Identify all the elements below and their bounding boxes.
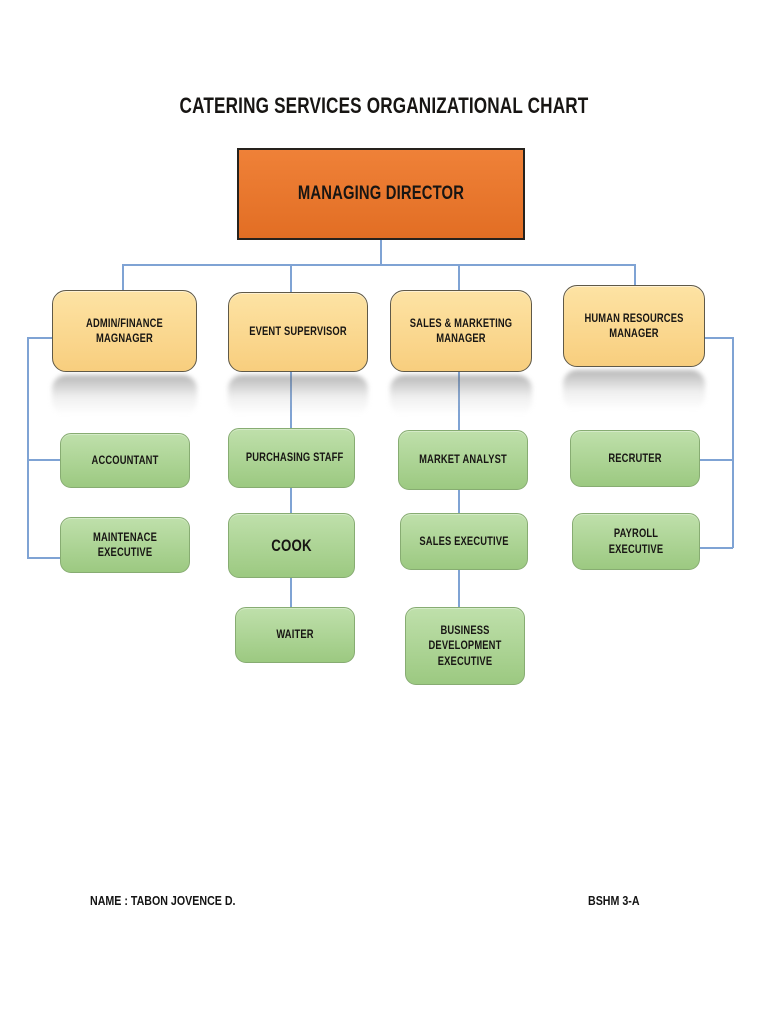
connector-drop-event-supervisor: [290, 264, 292, 293]
node-human-resources-manager-label: HUMAN RESOURCES MANAGER: [584, 310, 684, 340]
node-market-analyst: MARKET ANALYST: [398, 430, 528, 490]
connector-bracket-right-stub-recruiter: [700, 459, 733, 461]
connector-bracket-left: [27, 337, 29, 558]
connector-drop-admin-finance: [122, 264, 124, 291]
node-purchasing-staff: PURCHASING STAFF: [228, 428, 355, 488]
reflection-sales-marketing: [390, 375, 532, 415]
node-payroll-executive: PAYROLL EXECUTIVE: [572, 513, 700, 570]
footer-class-section: BSHM 3-A: [588, 893, 640, 908]
footer-name: NAME : TABON JOVENCE D.: [90, 893, 236, 908]
node-human-resources-manager: HUMAN RESOURCES MANAGER: [563, 285, 705, 367]
node-event-supervisor: EVENT SUPERVISOR: [228, 292, 368, 372]
node-maintenance-executive: MAINTENACE EXECUTIVE: [60, 517, 190, 573]
connector-bracket-right: [732, 337, 734, 548]
node-event-supervisor-label: EVENT SUPERVISOR: [249, 324, 347, 339]
node-recruiter: RECRUTER: [570, 430, 700, 487]
connector-drop-sales-marketing: [458, 264, 460, 291]
node-payroll-executive-label: PAYROLL EXECUTIVE: [608, 526, 664, 556]
node-accountant: ACCOUNTANT: [60, 433, 190, 488]
node-sales-executive: SALES EXECUTIVE: [400, 513, 528, 570]
node-recruiter-label: RECRUTER: [608, 450, 662, 465]
node-business-development-executive: BUSINESS DEVELOPMENT EXECUTIVE: [405, 607, 525, 685]
connector-drop-human-resources: [634, 264, 636, 286]
page-title-text: CATERING SERVICES ORGANIZATIONAL CHART: [179, 93, 589, 118]
node-cook: COOK: [228, 513, 355, 578]
node-managing-director-label: MANAGING DIRECTOR: [297, 182, 465, 204]
connector-bracket-left-stub-manager: [27, 337, 53, 339]
page-title: CATERING SERVICES ORGANIZATIONAL CHART: [0, 92, 768, 120]
node-cook-label: COOK: [271, 535, 312, 555]
node-purchasing-staff-label: PURCHASING STAFF: [245, 450, 344, 465]
node-accountant-label: ACCOUNTANT: [91, 452, 159, 467]
connector-bracket-left-stub-accountant: [27, 459, 61, 461]
node-waiter: WAITER: [235, 607, 355, 663]
node-managing-director: MANAGING DIRECTOR: [237, 148, 525, 240]
node-sales-executive-label: SALES EXECUTIVE: [419, 533, 509, 548]
node-sales-marketing-manager-label: SALES & MARKETING MANAGER: [409, 315, 513, 345]
reflection-admin-finance: [52, 375, 197, 415]
reflection-event-supervisor: [228, 375, 368, 415]
connector-root-drop: [380, 240, 382, 265]
reflection-human-resources: [563, 370, 705, 410]
connector-bracket-right-stub-payroll: [700, 547, 733, 549]
node-business-development-executive-label: BUSINESS DEVELOPMENT EXECUTIVE: [428, 622, 502, 668]
connector-column-event-supervisor: [290, 372, 292, 608]
node-admin-finance-manager-label: ADMIN/FINANCE MAGNAGER: [86, 315, 163, 345]
node-market-analyst-label: MARKET ANALYST: [419, 452, 507, 467]
connector-column-sales-marketing: [458, 372, 460, 608]
connector-bracket-right-stub-manager: [705, 337, 733, 339]
node-waiter-label: WAITER: [276, 627, 314, 642]
node-sales-marketing-manager: SALES & MARKETING MANAGER: [390, 290, 532, 372]
connector-bracket-left-stub-maintenance: [27, 557, 61, 559]
node-admin-finance-manager: ADMIN/FINANCE MAGNAGER: [52, 290, 197, 372]
node-maintenance-executive-label: MAINTENACE EXECUTIVE: [93, 529, 157, 559]
connector-level2-rail: [122, 264, 635, 266]
